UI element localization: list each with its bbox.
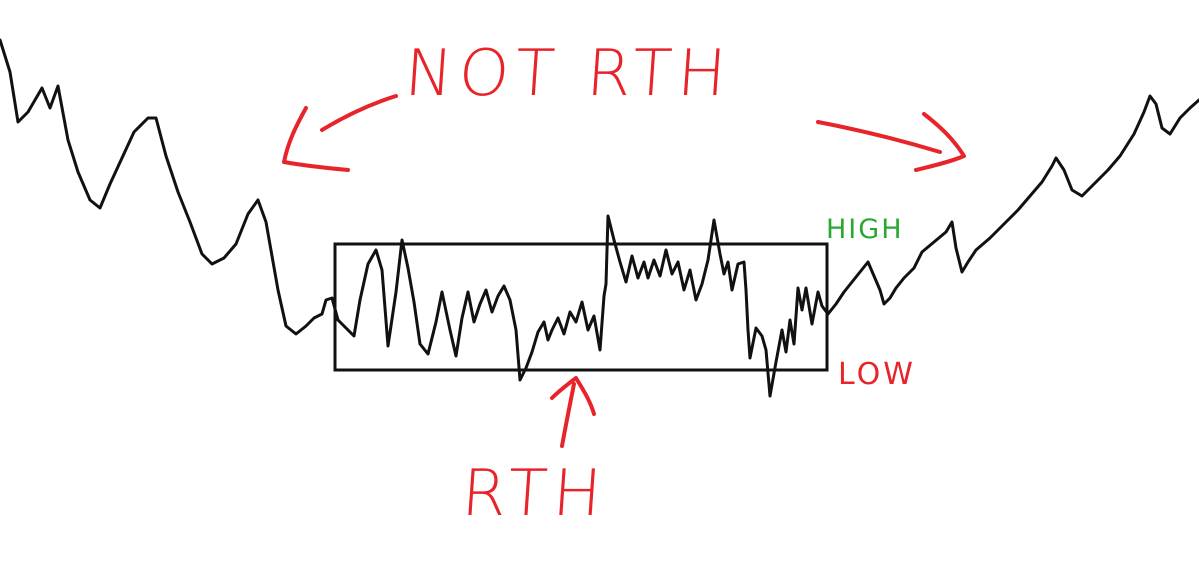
price-line-pre-session xyxy=(0,38,340,336)
not-rth-label: NOT RTH xyxy=(402,37,735,111)
price-line-post-session xyxy=(826,94,1199,316)
low-label: LOW xyxy=(838,357,916,392)
rth-label: RTH xyxy=(459,457,610,531)
right-arrow xyxy=(816,112,966,172)
up-arrow xyxy=(550,376,596,448)
price-line-rth-session xyxy=(336,214,830,398)
rth-range-box xyxy=(333,242,829,372)
left-arrow xyxy=(282,94,398,172)
high-label: HIGH xyxy=(826,214,904,245)
